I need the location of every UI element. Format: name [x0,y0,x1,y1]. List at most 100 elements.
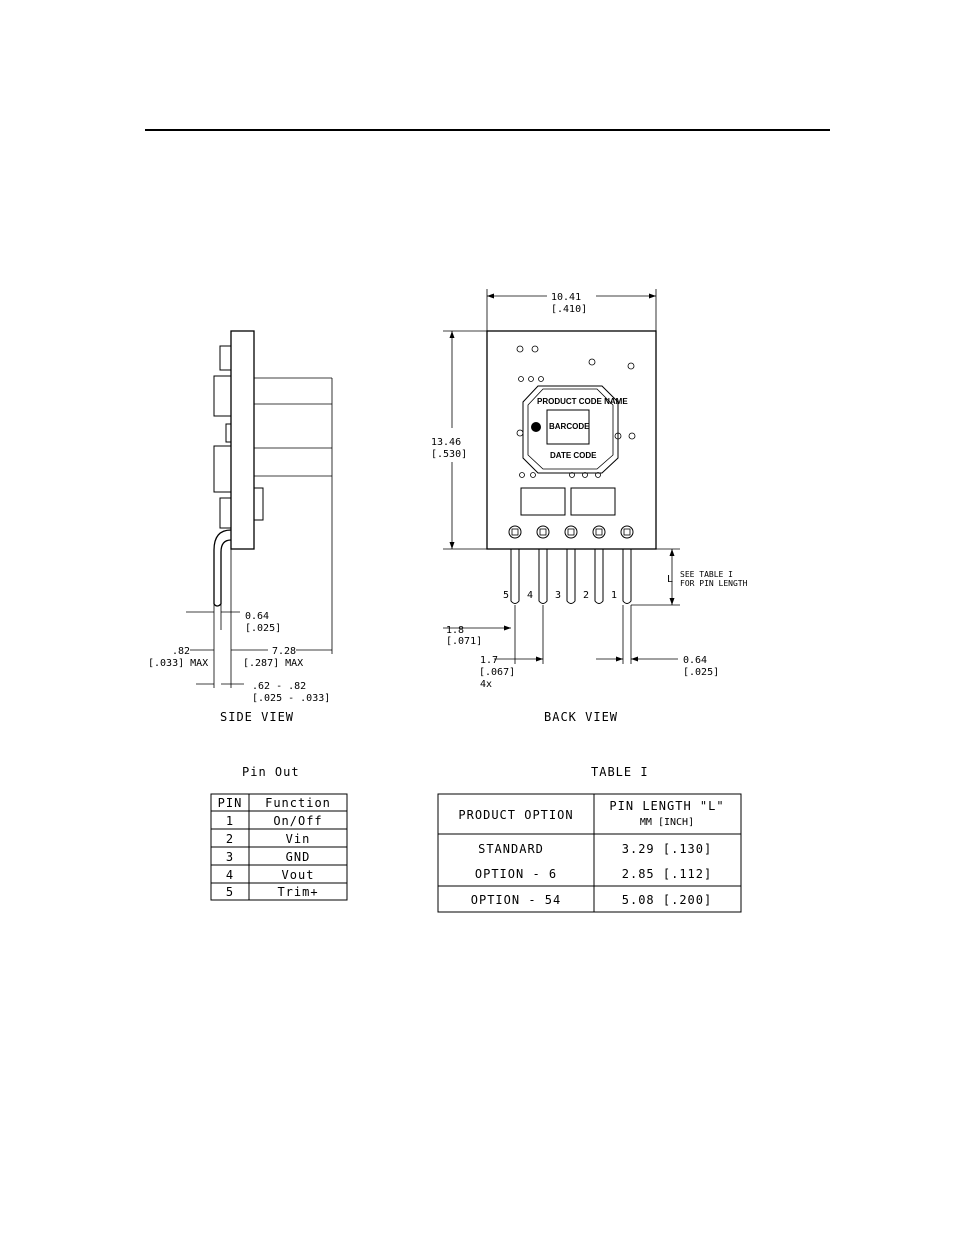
via [588,358,596,366]
pin-number-1: 1 [611,590,617,601]
pin-1-dot [531,422,541,432]
back-arrow-L-t [669,549,675,556]
pin [622,549,632,604]
pin [594,549,604,604]
back-arrow-h-t [449,331,455,338]
back-dim-pitch-mm: 1.7 [480,655,498,666]
table-1-header-option: PRODUCT OPTION [458,808,573,822]
back-dim-width-inch: [.410] [551,304,587,315]
side-dim-pin-width-inch: [.025] [245,623,281,634]
side-view-caption: SIDE VIEW [220,710,294,724]
pin-head [508,525,522,539]
pin-out-cell: 5 [226,885,234,899]
back-dim-pin-mm: 0.64 [683,655,707,666]
table-1-cell: OPTION - 6 [475,867,557,881]
back-arrow-h-b [449,542,455,549]
side-board [230,330,255,550]
back-arrow-pin-a [616,656,623,662]
pin-head-square [567,528,575,536]
pin-out-cell: On/Off [273,814,322,828]
pin-number-4: 4 [527,590,533,601]
pin-out-cell: 4 [226,868,234,882]
side-view: 0.64 [.025] .82 [.033] MAX 7.28 [.287] M… [148,330,333,724]
pin-number-3: 3 [555,590,561,601]
back-dim-edge-mm: 1.8 [446,625,464,636]
side-dim-depth-mm: 7.28 [272,646,296,657]
back-view: 10.41 [.410] 13.46 [.530] [431,289,748,724]
pin-head [592,525,606,539]
pin-head [564,525,578,539]
pin-number-2: 2 [583,590,589,601]
table-1-header-length-2: MM [INCH] [640,817,694,828]
back-dim-edge-inch: [.071] [446,636,482,647]
via [531,345,539,353]
table-1-cell: 3.29 [.130] [622,842,712,856]
side-pin-inner [220,539,232,604]
side-dim-pin-offset-inch: [.025 - .033] [252,693,330,704]
back-arrow-w-r [649,293,656,299]
side-component-small [225,423,232,443]
table-1-cell: STANDARD [478,842,544,856]
side-component-low [219,497,232,529]
pin-out-cell: GND [286,850,311,864]
back-arrow-edge [504,625,511,631]
back-component-left [520,487,566,516]
pin [510,549,520,604]
pin-out-title: Pin Out [242,765,300,779]
pin-out-cell: 2 [226,832,234,846]
via [518,376,524,382]
pin-out-cell: 3 [226,850,234,864]
table-1-header-length-1: PIN LENGTH "L" [609,799,724,813]
table-1-cell: OPTION - 54 [471,893,561,907]
see-table-line2: FOR PIN LENGTH [680,579,748,588]
side-pin-tip [213,603,222,607]
label-product-code: PRODUCT CODE NAME [537,397,628,406]
pin-number-5: 5 [503,590,509,601]
pin-out-header-function: Function [265,796,331,810]
via [530,472,536,478]
pin-out-cell: Vout [282,868,315,882]
side-dim-max-left-mm: .82 [172,646,190,657]
side-component-mid [213,375,232,417]
table-1-title: TABLE I [591,765,649,779]
pin-head [620,525,634,539]
table-1: TABLE I PRODUCT OPTION PIN LENGTH "L" MM… [437,765,742,913]
table-1-cell: 2.85 [.112] [622,867,712,881]
pin-out-cell: 1 [226,814,234,828]
via [528,376,534,382]
barcode-box [546,409,590,445]
pin-head [536,525,550,539]
label-date-code: DATE CODE [550,451,597,460]
back-pin-heads [508,525,634,539]
side-dim-pin-width-mm: 0.64 [245,611,269,622]
back-dim-height-inch: [.530] [431,449,467,460]
pin-head-square [595,528,603,536]
pin-out-header-pin: PIN [218,796,243,810]
back-pins [510,549,632,604]
pin-head-square [539,528,547,536]
back-arrow-pitch [536,656,543,662]
via [627,362,635,370]
via [628,432,636,440]
via [516,429,524,437]
pin-head-square [623,528,631,536]
label-outline [522,385,619,474]
back-component-right [570,487,616,516]
via [516,345,524,353]
back-arrow-w-l [487,293,494,299]
via [519,472,525,478]
side-component-top [219,345,232,371]
pin-out-table: Pin Out PIN Function 1 On/Off 2 Vin 3 GN… [210,765,348,901]
back-arrow-L-b [669,598,675,605]
label-barcode: BARCODE [549,422,590,431]
side-component-large [213,445,232,493]
label-outline-inner [527,388,614,470]
side-dim-depth-inch: [.287] MAX [243,658,303,669]
back-arrow-pin-b [631,656,638,662]
back-board [486,330,657,550]
pin-out-cell: Trim+ [277,885,318,899]
pin-head-square [511,528,519,536]
back-view-caption: BACK VIEW [544,710,618,724]
back-dim-pitch-count: 4x [480,679,492,690]
side-dim-max-left-inch: [.033] MAX [148,658,208,669]
